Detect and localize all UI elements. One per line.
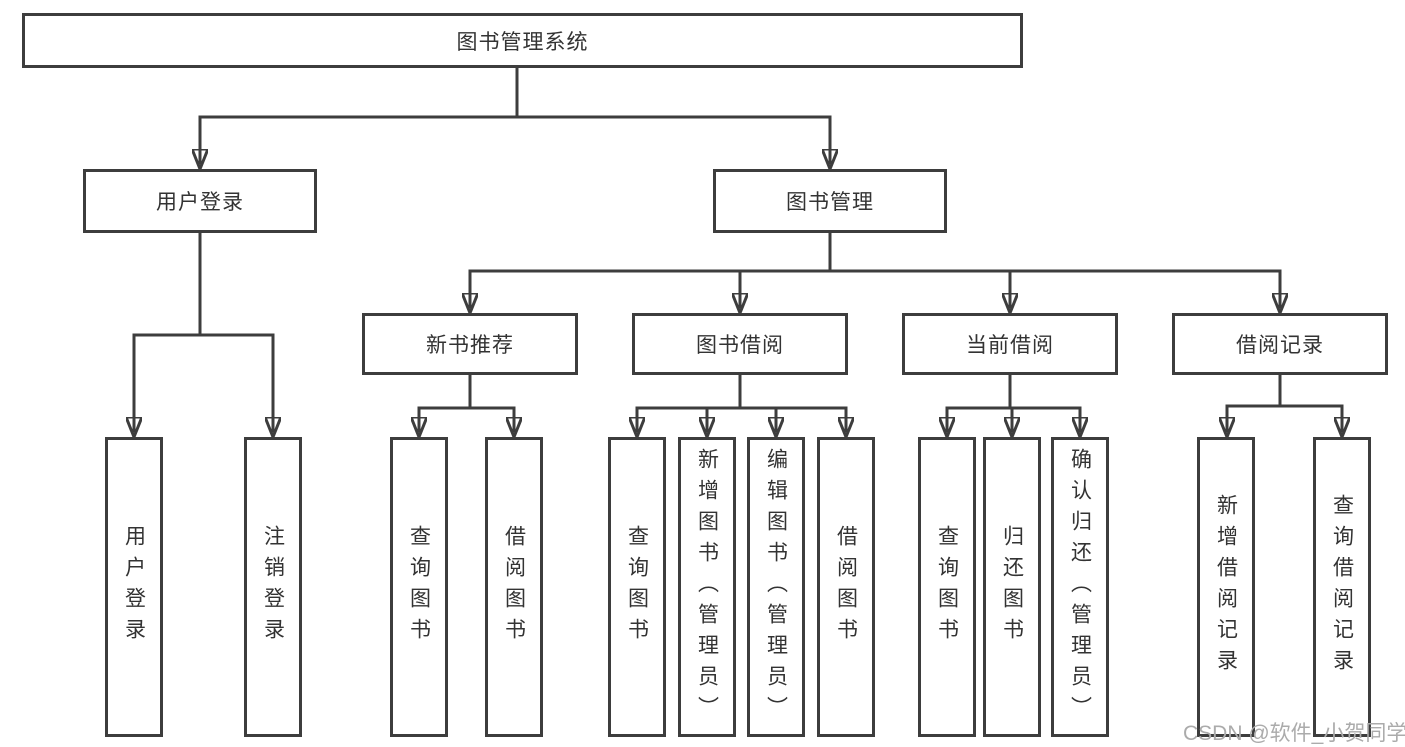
leaf-logout: 注销登录 [244,437,302,737]
node-book-borrow: 图书借阅 [632,313,848,375]
leaf-borrow-books-recommend: 借阅图书 [485,437,543,737]
node-label: 用户登录 [156,191,244,214]
node-root-label: 图书管理系统 [456,30,589,54]
node-current-borrow: 当前借阅 [902,313,1118,375]
leaf-label: 借阅图书 [502,525,526,649]
leaf-label: 借阅图书 [834,525,858,649]
leaf-borrow-books: 借阅图书 [817,437,875,737]
leaf-return-book: 归还图书 [983,437,1041,737]
leaf-label: 新增借阅记录 [1214,494,1238,680]
node-borrow-records: 借阅记录 [1172,313,1388,375]
node-user-login: 用户登录 [83,169,317,233]
node-label: 当前借阅 [966,334,1054,357]
leaf-query-borrow-record: 查询借阅记录 [1313,437,1371,737]
leaf-label: 查询图书 [407,525,431,649]
leaf-label: 查询图书 [625,525,649,649]
leaf-label: 查询借阅记录 [1330,494,1354,680]
leaf-label: 注销登录 [261,525,285,649]
leaf-label: 编辑图书（管理员） [764,447,788,727]
leaf-add-book-admin: 新增图书（管理员） [678,437,736,737]
leaf-query-books-borrow: 查询图书 [608,437,666,737]
leaf-label: 确认归还（管理员） [1068,447,1092,727]
leaf-label: 新增图书（管理员） [695,447,719,727]
leaf-label: 归还图书 [1000,525,1024,649]
node-root: 图书管理系统 [22,13,1023,68]
leaf-query-books-current: 查询图书 [918,437,976,737]
watermark: CSDN @软件_小贺同学 [1183,722,1405,745]
leaf-user-login: 用户登录 [105,437,163,737]
node-new-book-recommend: 新书推荐 [362,313,578,375]
node-book-management: 图书管理 [713,169,947,233]
leaf-add-borrow-record: 新增借阅记录 [1197,437,1255,737]
node-label: 借阅记录 [1236,334,1324,357]
leaf-label: 用户登录 [122,525,146,649]
leaf-query-books-recommend: 查询图书 [390,437,448,737]
leaf-label: 查询图书 [935,525,959,649]
node-label: 图书借阅 [696,334,784,357]
node-label: 图书管理 [786,191,874,214]
leaf-confirm-return-admin: 确认归还（管理员） [1051,437,1109,737]
node-label: 新书推荐 [426,334,514,357]
leaf-edit-book-admin: 编辑图书（管理员） [747,437,805,737]
